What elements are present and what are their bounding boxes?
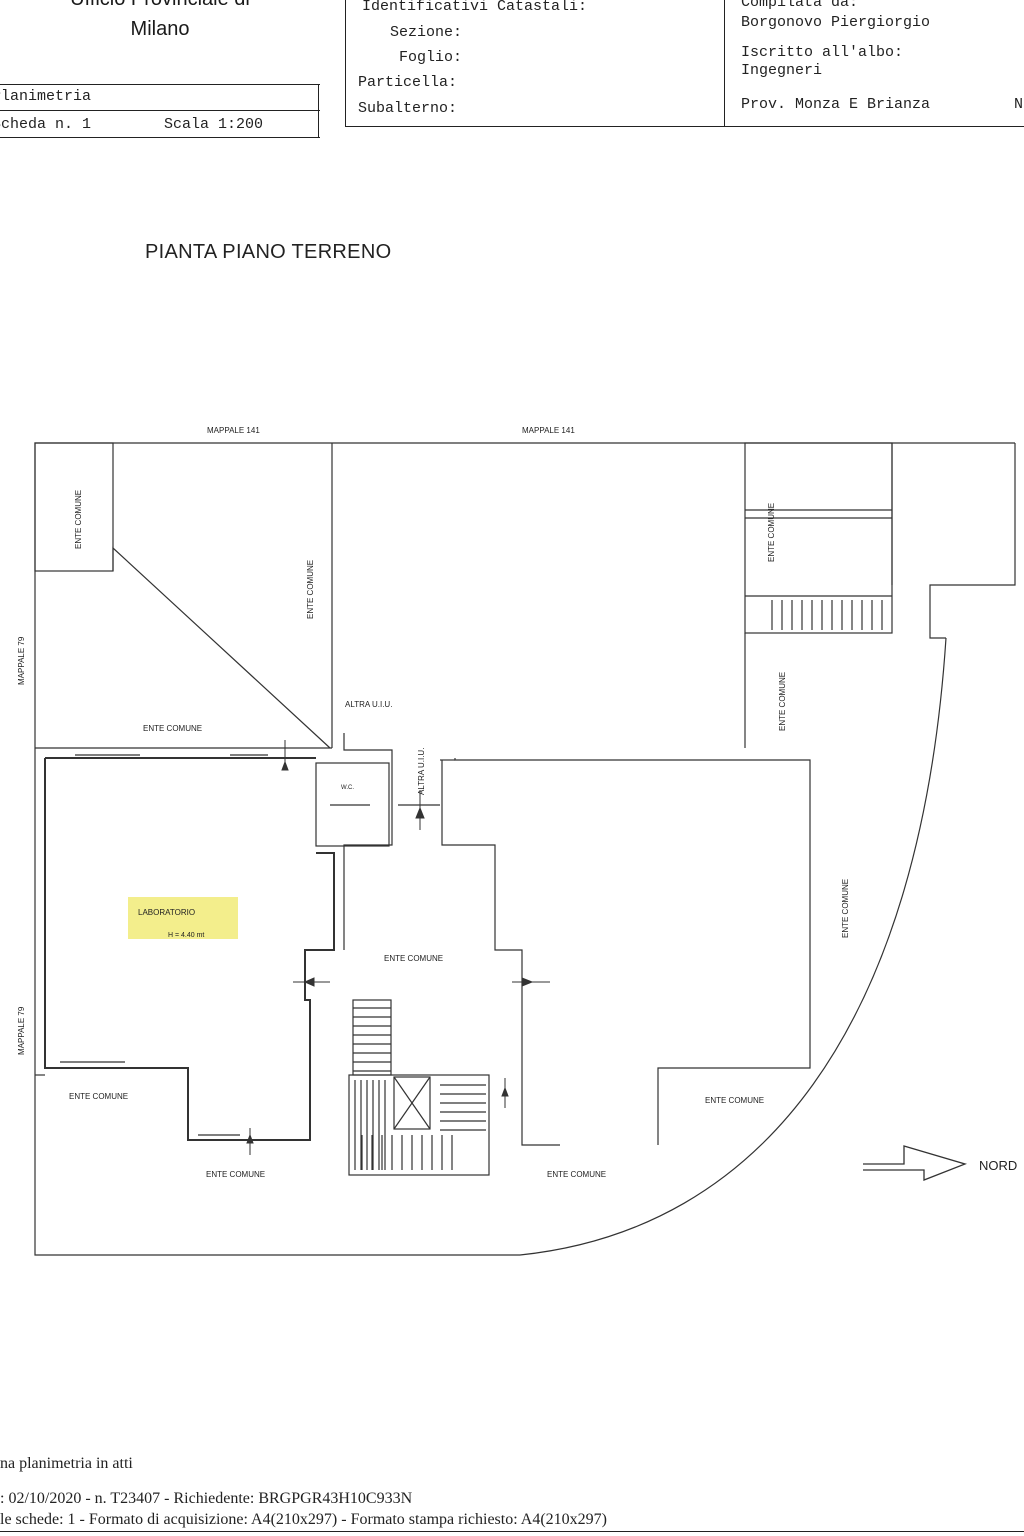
plan-outline [34,442,1015,1256]
divider [724,0,725,127]
storage-box [34,442,114,572]
divider [0,110,320,111]
divider [345,0,346,127]
number-prefix: N [1014,96,1024,113]
curved-boundary [519,637,947,1256]
label-mappale-141-right: MAPPALE 141 [522,426,575,435]
registered-label: Iscritto all'albo: [741,44,904,61]
label-mappale-141-left: MAPPALE 141 [207,426,260,435]
label-ente-comune: ENTE COMUNE [384,954,443,963]
label-ente-comune: ENTE COMUNE [69,1092,128,1101]
compiled-by-name: Borgonovo Piergiorgio [741,14,931,31]
label-wc: W.C. [341,785,354,791]
label-ente-comune: ENTE COMUNE [705,1096,764,1105]
plan-title: PIANTA PIANO TERRENO [145,241,392,263]
particella-label: Particella: [358,74,458,91]
label-ente-comune: ENTE COMUNE [841,879,850,938]
label-height: H = 4.40 mt [168,932,204,939]
footer-request: : 02/10/2020 - n. T23407 - Richiedente: … [0,1490,413,1507]
laboratorio-walls [44,758,335,1141]
sheet-number: Scheda n. 1 [0,116,92,133]
label-ente-comune: ENTE COMUNE [74,490,83,549]
label-ente-comune: ENTE COMUNE [778,672,787,731]
document-type: Planimetria [0,88,92,105]
cadastral-title: Identificativi Catastali: [362,0,588,15]
footer-note: na planimetria in atti [0,1455,133,1472]
floor-plan: MAPPALE 141 MAPPALE 141 MAPPALE 79 MAPPA… [17,426,1017,1256]
office-city: Milano [130,18,190,40]
label-ente-comune: ENTE COMUNE [767,503,776,562]
office-name: Ufficio Provinciale di [0,0,320,11]
wc-room [315,762,390,847]
divider [0,137,320,138]
door-arrows-icon [246,740,550,1155]
label-mappale-79-bottom: MAPPALE 79 [17,1006,26,1055]
subalterno-label: Subalterno: [358,100,458,117]
divider [0,1531,1024,1532]
foglio-label: Foglio: [399,49,463,66]
stair-core [348,1074,490,1176]
divider [345,126,1024,127]
divider [0,84,320,85]
divider [318,84,319,138]
label-altra-uiu-vertical: ALTRA U.I.U. [417,748,426,795]
sezione-label: Sezione: [390,24,463,41]
label-north: NORD [979,1158,1017,1173]
north-arrow-icon [863,1145,968,1181]
label-altra-uiu: ALTRA U.I.U. [345,700,392,709]
label-ente-comune: ENTE COMUNE [143,724,202,733]
label-ente-comune: ENTE COMUNE [547,1170,606,1179]
registered-value: Ingegneri [741,62,823,79]
label-mappale-79-top: MAPPALE 79 [17,636,26,685]
province-label: Prov. Monza E Brianza [741,96,931,113]
footer-format: le schede: 1 - Formato di acquisizione: … [0,1511,607,1528]
label-ente-comune: ENTE COMUNE [206,1170,265,1179]
laboratorio-highlight [128,897,238,939]
label-ente-comune: ENTE COMUNE [306,560,315,619]
scale-label: Scala 1:200 [164,116,264,133]
label-laboratorio: LABORATORIO [138,908,195,917]
compiled-by-label: Compilata da: [741,0,859,11]
